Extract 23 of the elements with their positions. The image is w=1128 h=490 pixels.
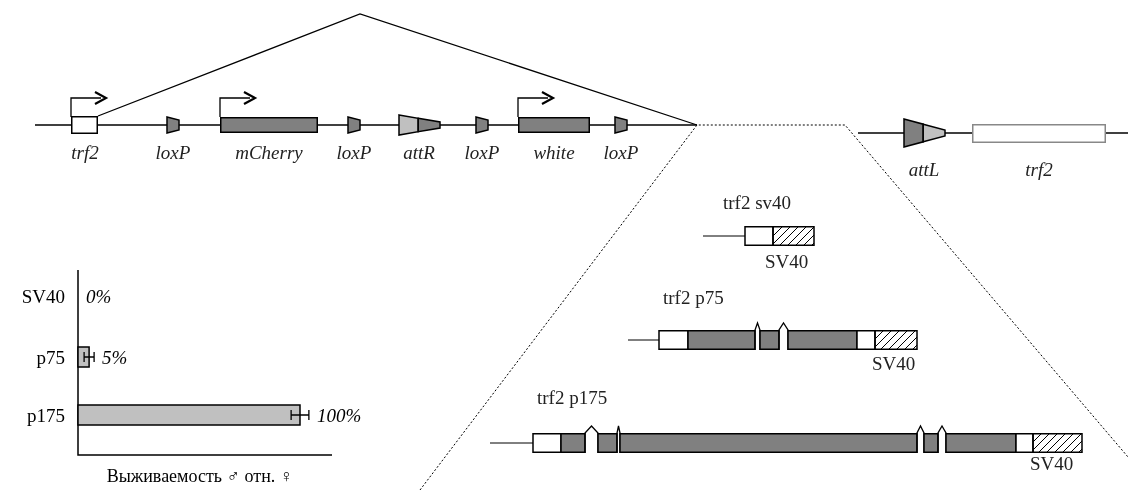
gene-label: loxP [603, 143, 639, 162]
gene-label: attR [403, 143, 435, 162]
gene-label: trf2 [71, 143, 99, 162]
segment-label: SV40 [765, 252, 809, 271]
category-label: SV40 [21, 286, 65, 307]
gene-label: attL [908, 160, 940, 179]
construct-title: trf2 p175 [537, 388, 608, 407]
value-label: 100% [316, 405, 362, 426]
gene-label: loxP [336, 143, 372, 162]
construct-title: trf2 p75 [663, 288, 724, 307]
category-label: p175 [27, 405, 65, 426]
value-label: 5% [102, 347, 128, 368]
segment-label: SV40 [1030, 454, 1074, 473]
gene-label: trf2 [1025, 160, 1053, 179]
gene-label: white [533, 143, 575, 162]
axis-title: Выживаемость ♂ отн. ♀ [106, 466, 294, 486]
category-label: p75 [36, 347, 65, 368]
gene-label: mCherry [235, 143, 303, 162]
gene-label: loxP [464, 143, 500, 162]
segment-label: SV40 [872, 354, 916, 373]
value-label: 0% [86, 286, 112, 307]
construct-title: trf2 sv40 [723, 193, 792, 212]
gene-label: loxP [155, 143, 191, 162]
